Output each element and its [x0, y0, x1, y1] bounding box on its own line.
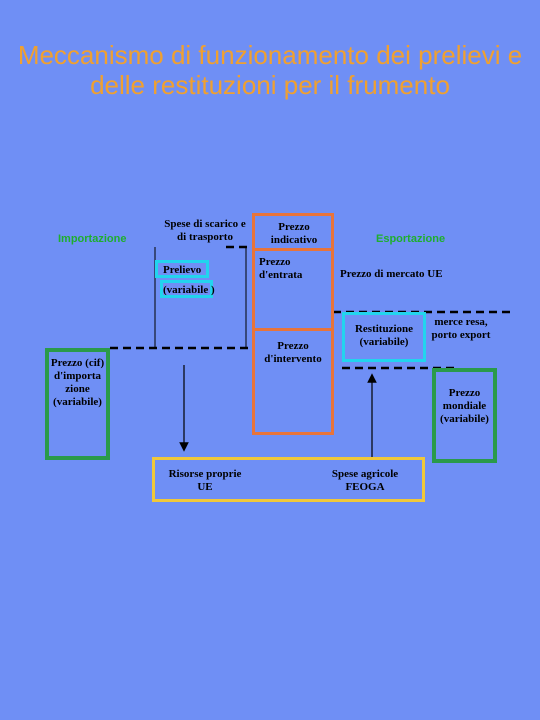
budget-box — [152, 457, 425, 502]
levy-variable-box — [160, 280, 213, 298]
intervention-divider — [252, 328, 334, 331]
indicative-price-label: Prezzo indicativo — [270, 221, 318, 246]
goods-export-port-label: merce resa, porto export — [431, 316, 491, 341]
indicative-price-box — [252, 213, 334, 251]
own-resources-label: Risorse proprie UE — [168, 468, 242, 493]
levy-label: Prelievo — [163, 264, 202, 276]
refund-label: Restituzione — [354, 323, 414, 335]
unloading-costs-label: Spese di scarico e di trasporto — [164, 218, 246, 243]
world-price-label: Prezzo mondiale (variabile) — [440, 387, 489, 425]
cif-price-label: Prezzo (cif) d'importa zione (variabile) — [50, 357, 105, 408]
refund-variable-label: (variabile) — [359, 336, 409, 348]
world-price-box — [432, 368, 497, 463]
page-title: Meccanismo di funzionamento dei prelievi… — [17, 40, 523, 100]
market-price-label: Prezzo di mercato UE — [340, 268, 443, 280]
agricultural-spending-label: Spese agricole FEOGA — [331, 468, 399, 493]
levy-label-box — [155, 260, 209, 278]
intervention-price-label: Prezzo d'intervento — [264, 340, 322, 365]
entry-price-label: Prezzo d'entrata — [259, 256, 303, 281]
levy-variable-label: (variabile ) — [163, 284, 215, 296]
export-label: Esportazione — [376, 233, 446, 245]
import-label: Importazione — [58, 233, 127, 245]
cif-price-box — [45, 348, 110, 460]
refund-box — [342, 312, 426, 362]
